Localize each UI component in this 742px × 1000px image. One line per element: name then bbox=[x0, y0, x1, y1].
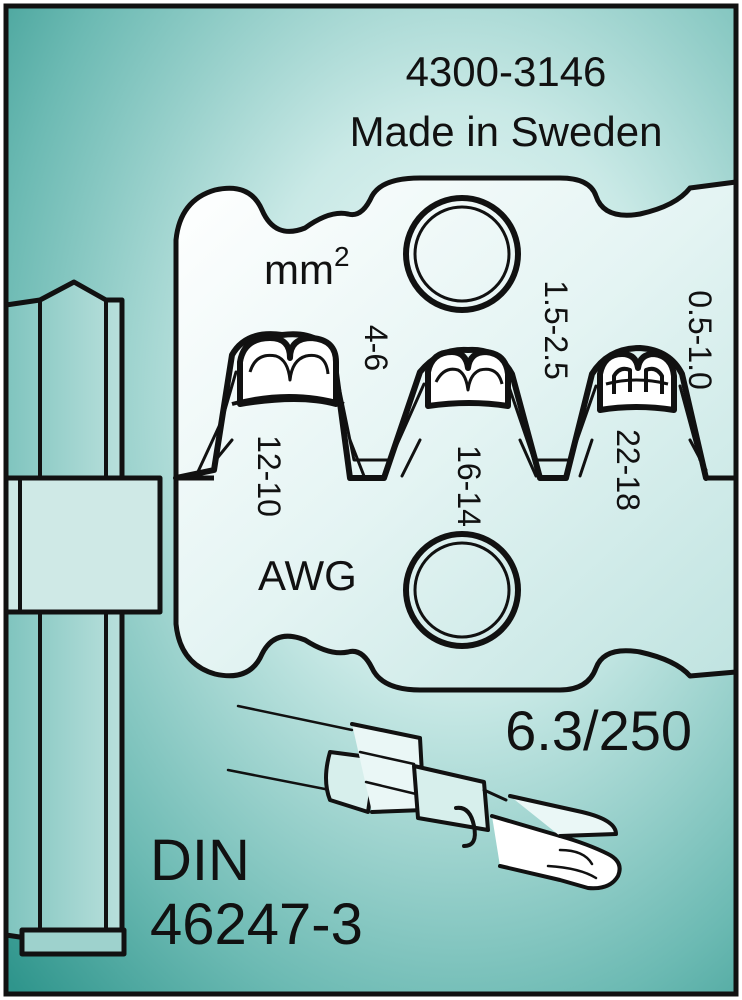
lower-pin-hole-inner bbox=[413, 541, 511, 639]
cavity-c-awg: 22-18 bbox=[610, 429, 646, 511]
terminal-illustration bbox=[226, 704, 622, 891]
mm2-unit-superscript: 2 bbox=[334, 241, 350, 272]
cavity-b bbox=[425, 349, 511, 409]
standard-line-2: 46247-3 bbox=[150, 892, 363, 957]
cavity-b-awg: 16-14 bbox=[451, 445, 487, 527]
awg-unit: AWG bbox=[258, 552, 357, 599]
cavity-a-mm2: 4-6 bbox=[358, 325, 394, 371]
cavity-c bbox=[597, 351, 677, 413]
cavity-a bbox=[231, 335, 345, 407]
cavity-a-awg: 12-10 bbox=[251, 435, 287, 517]
upper-pin-hole-inner bbox=[413, 205, 511, 303]
mm2-unit-base: mm bbox=[264, 246, 334, 293]
cavity-c-mm2: 0.5-1.0 bbox=[682, 290, 718, 390]
terminal-size: 6.3/250 bbox=[505, 699, 692, 762]
part-number: 4300-3146 bbox=[406, 48, 607, 95]
lower-pin-hole bbox=[403, 531, 521, 649]
standard-line-1: DIN bbox=[150, 828, 250, 893]
origin-label: Made in Sweden bbox=[350, 108, 663, 155]
upper-pin-hole bbox=[403, 195, 521, 313]
die-plate bbox=[173, 175, 739, 693]
mm2-unit: mm2 bbox=[264, 241, 350, 293]
crimp-profile bbox=[173, 331, 709, 481]
guide-rail bbox=[3, 279, 163, 957]
cavity-b-mm2: 1.5-2.5 bbox=[538, 280, 574, 380]
